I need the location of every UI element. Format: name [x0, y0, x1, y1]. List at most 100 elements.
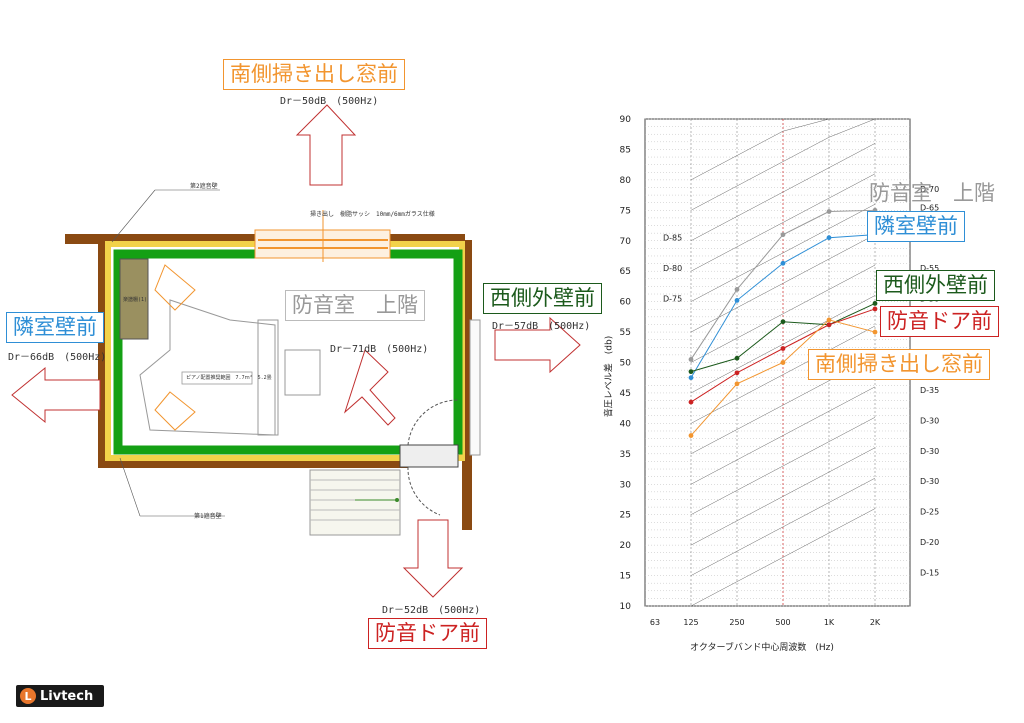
chart-d-curve [690, 295, 876, 394]
chart-right-label: D-65 [920, 203, 939, 212]
livtech-logo: L Livtech [16, 685, 104, 707]
chart-series-point [826, 235, 832, 241]
legend-south: 南側掃き出し窓前 [808, 349, 990, 380]
keyboard-area [257, 319, 279, 436]
chart-ytick: 65 [620, 267, 631, 277]
chart-series-point [688, 357, 694, 362]
chart-series-point [780, 346, 786, 351]
arrow-down-door [402, 519, 464, 598]
chart-ytick: 10 [620, 602, 632, 612]
chart-inner-label: D-85 [663, 234, 682, 243]
chart-d-curve [690, 234, 876, 333]
livtech-logo-mark: L [20, 688, 36, 704]
chart-series-point [688, 375, 694, 381]
chart-series-point [826, 209, 832, 214]
left-wall [98, 240, 108, 465]
chart-xtick: 63 [650, 618, 660, 627]
chart-inner-label: D-75 [663, 295, 682, 304]
chart-series-point [688, 433, 694, 438]
neighbor-wall-db: Dr－66dB (500Hz) [8, 352, 107, 363]
livtech-logo-text: Livtech [40, 688, 94, 704]
west-wall-label: 西側外壁前 [483, 283, 602, 314]
chart-right-label: D-55 [920, 264, 939, 273]
chart-d-curve [690, 417, 876, 515]
chart-series-point [872, 306, 878, 312]
chart-series-point [734, 355, 740, 361]
floor-plan-drawing [11, 104, 581, 598]
stairs [309, 469, 401, 536]
piano-bench [284, 349, 321, 396]
chart-right-label: D-30 [920, 477, 939, 486]
chart-d-curve [690, 118, 876, 211]
south-window-db: Dr－50dB (500Hz) [280, 96, 379, 107]
chart-d-curve [690, 118, 875, 181]
chart-ytick: 50 [620, 359, 632, 369]
chart-d-curve [690, 143, 876, 241]
chart-series-point [734, 287, 740, 292]
window-note: 掃き出し 樹脂サッシ 10mm/6mmガラス仕様 [310, 211, 435, 218]
chart-d-curve [690, 325, 876, 424]
chart-d-curve [690, 508, 876, 607]
legend-door: 防音ドア前 [880, 306, 999, 337]
chart-series-point [872, 329, 878, 335]
soundproof-door [399, 444, 459, 468]
chart-d-curve [690, 477, 876, 576]
chart-right-label: D-30 [920, 447, 939, 456]
chart-ytick: 80 [620, 176, 632, 186]
chart-series-point [734, 381, 740, 387]
chart-ytick: 25 [620, 511, 631, 521]
chart-right-label: D-70 [920, 185, 939, 194]
chart-right-label: D-15 [920, 569, 939, 578]
piano-outline [139, 299, 276, 436]
chart-series-point [734, 370, 740, 376]
chart-series-point [780, 319, 786, 325]
chart-ytick: 55 [620, 328, 631, 338]
room-db: Dr－71dB (500Hz) [330, 344, 429, 355]
second-wall-note: 第2遮音壁 [190, 183, 218, 190]
chart-series-point [780, 260, 786, 266]
chart-xtick: 1K [824, 618, 835, 627]
chart-series-point [826, 317, 832, 323]
chart-xtick: 2K [870, 618, 881, 627]
chart-ytick: 75 [620, 206, 631, 216]
chart-d-curve [690, 447, 876, 546]
chart-ytick: 90 [620, 115, 632, 125]
chart-xtick: 250 [729, 618, 744, 627]
chart-ylabel: 音圧レベル差 (db) [604, 335, 615, 418]
door-label: 防音ドア前 [368, 618, 487, 649]
music-shelf [119, 258, 149, 340]
chart-d-curve [690, 173, 876, 272]
arrow-left-neighbor [11, 366, 101, 424]
chart-right-label: D-25 [920, 508, 939, 517]
arrow-up-room [343, 349, 396, 426]
chart-ytick: 60 [620, 298, 632, 308]
chart-series-point [734, 298, 740, 303]
chart-inner-label: D-80 [663, 264, 682, 273]
room-label: 防音室 上階 [285, 290, 425, 321]
chart-d-curve [690, 204, 876, 302]
west-wall-db: Dr－57dB (500Hz) [492, 321, 591, 332]
chart-d-curve [690, 264, 876, 363]
chart-ytick: 70 [620, 237, 632, 247]
chart-xtick: 500 [775, 618, 790, 627]
chart-series-point [688, 369, 694, 375]
legend-west: 西側外壁前 [876, 270, 995, 301]
legend-room: 防音室 上階 [869, 181, 995, 205]
west-window [469, 319, 481, 456]
first-wall-note: 第1遮音壁 [194, 513, 222, 520]
neighbor-wall-label: 隣室壁前 [6, 312, 104, 343]
chart-xlabel: オクターブバンド中心周波数 (Hz) [690, 643, 834, 653]
arrow-right-west [494, 316, 581, 374]
chart-ytick: 85 [620, 145, 631, 155]
speaker-bottom [154, 391, 196, 431]
chart-right-label: D-30 [920, 416, 939, 425]
chart-series-point [780, 232, 786, 238]
chart-series-point [826, 322, 832, 328]
chart-d-curve [690, 386, 876, 485]
chart-series-point [780, 360, 786, 365]
chart-ytick: 15 [620, 572, 631, 582]
bottom-wall [98, 458, 408, 468]
legend-neighbor: 隣室壁前 [867, 211, 965, 242]
chart-ytick: 40 [620, 419, 632, 429]
